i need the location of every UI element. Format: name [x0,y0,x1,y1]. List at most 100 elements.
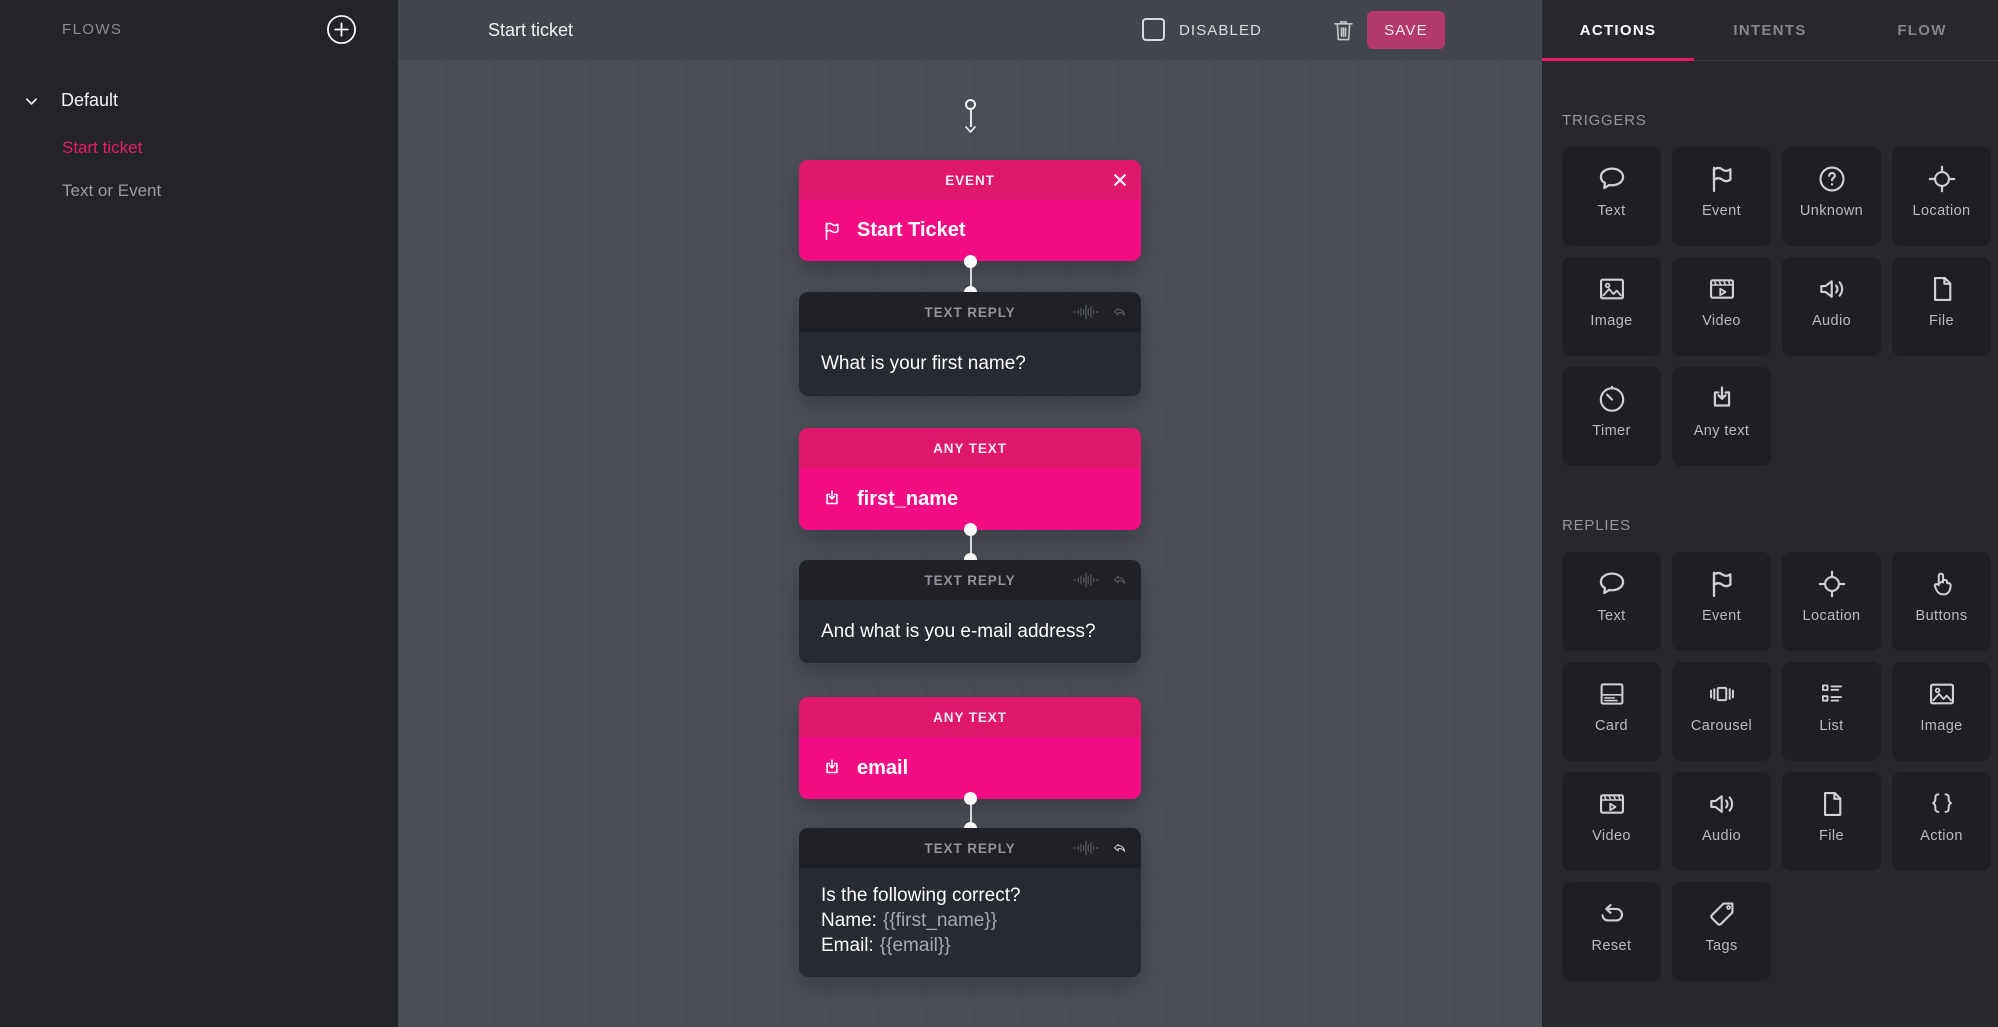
hand-pointer-icon [1925,568,1959,600]
sidebar-title: FLOWS [62,21,123,38]
list-icon [1815,678,1849,710]
node-any-text-email[interactable]: ANY TEXT email [799,697,1141,799]
reply-tile-reset[interactable]: Reset [1562,882,1661,981]
document-icon [1925,273,1959,305]
reply-arrow-icon[interactable] [1110,840,1129,857]
reply-tile-audio[interactable]: Audio [1672,772,1771,871]
chevron-down-icon [24,94,39,109]
reply-tile-event[interactable]: Event [1672,552,1771,651]
speaker-icon [1815,273,1849,305]
reply-tile-text[interactable]: Text [1562,552,1661,651]
video-icon [1595,788,1629,820]
triggers-grid: Text Event Unknown Location Image Video … [1562,147,1991,466]
replies-section-title: REPLIES [1562,517,1631,534]
carousel-icon [1705,678,1739,710]
actions-panel: ACTIONS INTENTS FLOW TRIGGERS Text Event… [1542,0,1998,1027]
crosshair-icon [1815,568,1849,600]
video-icon [1705,273,1739,305]
flow-canvas[interactable]: EVENT Start Ticket TEXT REPLY What is yo… [398,60,1542,1027]
reply-tile-action[interactable]: Action [1892,772,1991,871]
tab-flow[interactable]: FLOW [1846,0,1998,60]
reply-tile-image[interactable]: Image [1892,662,1991,761]
reply-tile-video[interactable]: Video [1562,772,1661,871]
trigger-tile-location[interactable]: Location [1892,147,1991,246]
reset-loop-icon [1595,898,1629,930]
trigger-tile-event[interactable]: Event [1672,147,1771,246]
waveform-icon[interactable] [1071,839,1101,857]
trigger-tile-video[interactable]: Video [1672,257,1771,356]
trigger-tile-file[interactable]: File [1892,257,1991,356]
trigger-tile-timer[interactable]: Timer [1562,367,1661,466]
trigger-tile-audio[interactable]: Audio [1782,257,1881,356]
trigger-tile-text[interactable]: Text [1562,147,1661,246]
node-any-text-first-name[interactable]: ANY TEXT first_name [799,428,1141,530]
import-tray-icon [1705,383,1739,415]
connector-port[interactable] [964,255,977,268]
reply-line: Is the following correct? [821,885,1021,906]
reply-tile-list[interactable]: List [1782,662,1881,761]
close-icon[interactable] [1112,172,1128,188]
speaker-icon [1705,788,1739,820]
node-type-label: ANY TEXT [933,709,1007,725]
node-title: first_name [857,487,959,510]
reply-tile-card[interactable]: Card [1562,662,1661,761]
triggers-section-title: TRIGGERS [1562,112,1647,129]
entry-port[interactable] [965,99,976,110]
replies-grid: Text Event Location Buttons Card Carouse… [1562,552,1991,981]
reply-tile-file[interactable]: File [1782,772,1881,871]
reply-tile-buttons[interactable]: Buttons [1892,552,1991,651]
trigger-tile-image[interactable]: Image [1562,257,1661,356]
import-tray-icon [821,757,843,779]
flow-toolbar: Start ticket DISABLED SAVE [398,0,1542,60]
flag-icon [1705,568,1739,600]
reply-tile-carousel[interactable]: Carousel [1672,662,1771,761]
image-icon [1595,273,1629,305]
card-icon [1595,678,1629,710]
delete-flow-button[interactable] [1330,16,1357,44]
speech-bubble-icon [1595,568,1629,600]
flow-group-default[interactable]: Default [24,90,118,111]
reply-text: And what is you e-mail address? [821,620,1096,642]
reply-line: Name:{{first_name}} [821,910,998,931]
reply-arrow-icon[interactable] [1110,572,1129,589]
disabled-label: DISABLED [1179,22,1262,39]
tab-actions[interactable]: ACTIONS [1542,0,1694,61]
reply-text: What is your first name? [821,353,1026,374]
node-title: email [857,756,909,779]
timer-icon [1595,383,1629,415]
node-type-label: ANY TEXT [933,440,1007,456]
node-event-start-ticket[interactable]: EVENT Start Ticket [799,160,1141,261]
template-variable: {{email}} [879,935,951,956]
plus-circle-icon [326,14,357,45]
document-icon [1815,788,1849,820]
node-text-reply-email[interactable]: TEXT REPLY And what is you e-mail addres… [799,560,1141,663]
reply-tile-tags[interactable]: Tags [1672,882,1771,981]
connector-port[interactable] [964,523,977,536]
node-text-reply-first-name[interactable]: TEXT REPLY What is your first name? [799,292,1141,396]
trigger-tile-any-text[interactable]: Any text [1672,367,1771,466]
flag-icon [821,220,843,242]
node-type-label: TEXT REPLY [924,572,1016,588]
crosshair-icon [1925,163,1959,195]
flow-entry-connector [964,99,977,133]
waveform-icon[interactable] [1071,303,1101,321]
panel-tabs: ACTIONS INTENTS FLOW [1542,0,1998,61]
save-button[interactable]: SAVE [1367,11,1445,49]
trigger-tile-unknown[interactable]: Unknown [1782,147,1881,246]
waveform-icon[interactable] [1071,571,1101,589]
reply-arrow-icon[interactable] [1110,304,1129,321]
node-title: Start Ticket [857,219,966,241]
flow-title: Start ticket [488,20,574,40]
arrow-down-icon [965,126,976,133]
node-text-reply-confirm[interactable]: TEXT REPLY Is the following correct? Nam… [799,828,1141,977]
node-type-label: EVENT [945,172,995,188]
flows-sidebar: FLOWS Default Start ticket Text or Event [0,0,398,1027]
add-flow-button[interactable] [326,14,357,45]
question-circle-icon [1815,163,1849,195]
disabled-checkbox[interactable] [1142,18,1165,41]
sidebar-item-start-ticket[interactable]: Start ticket [62,138,143,157]
reply-tile-location[interactable]: Location [1782,552,1881,651]
sidebar-item-text-or-event[interactable]: Text or Event [62,181,162,200]
tab-intents[interactable]: INTENTS [1694,0,1846,60]
connector-port[interactable] [964,792,977,805]
